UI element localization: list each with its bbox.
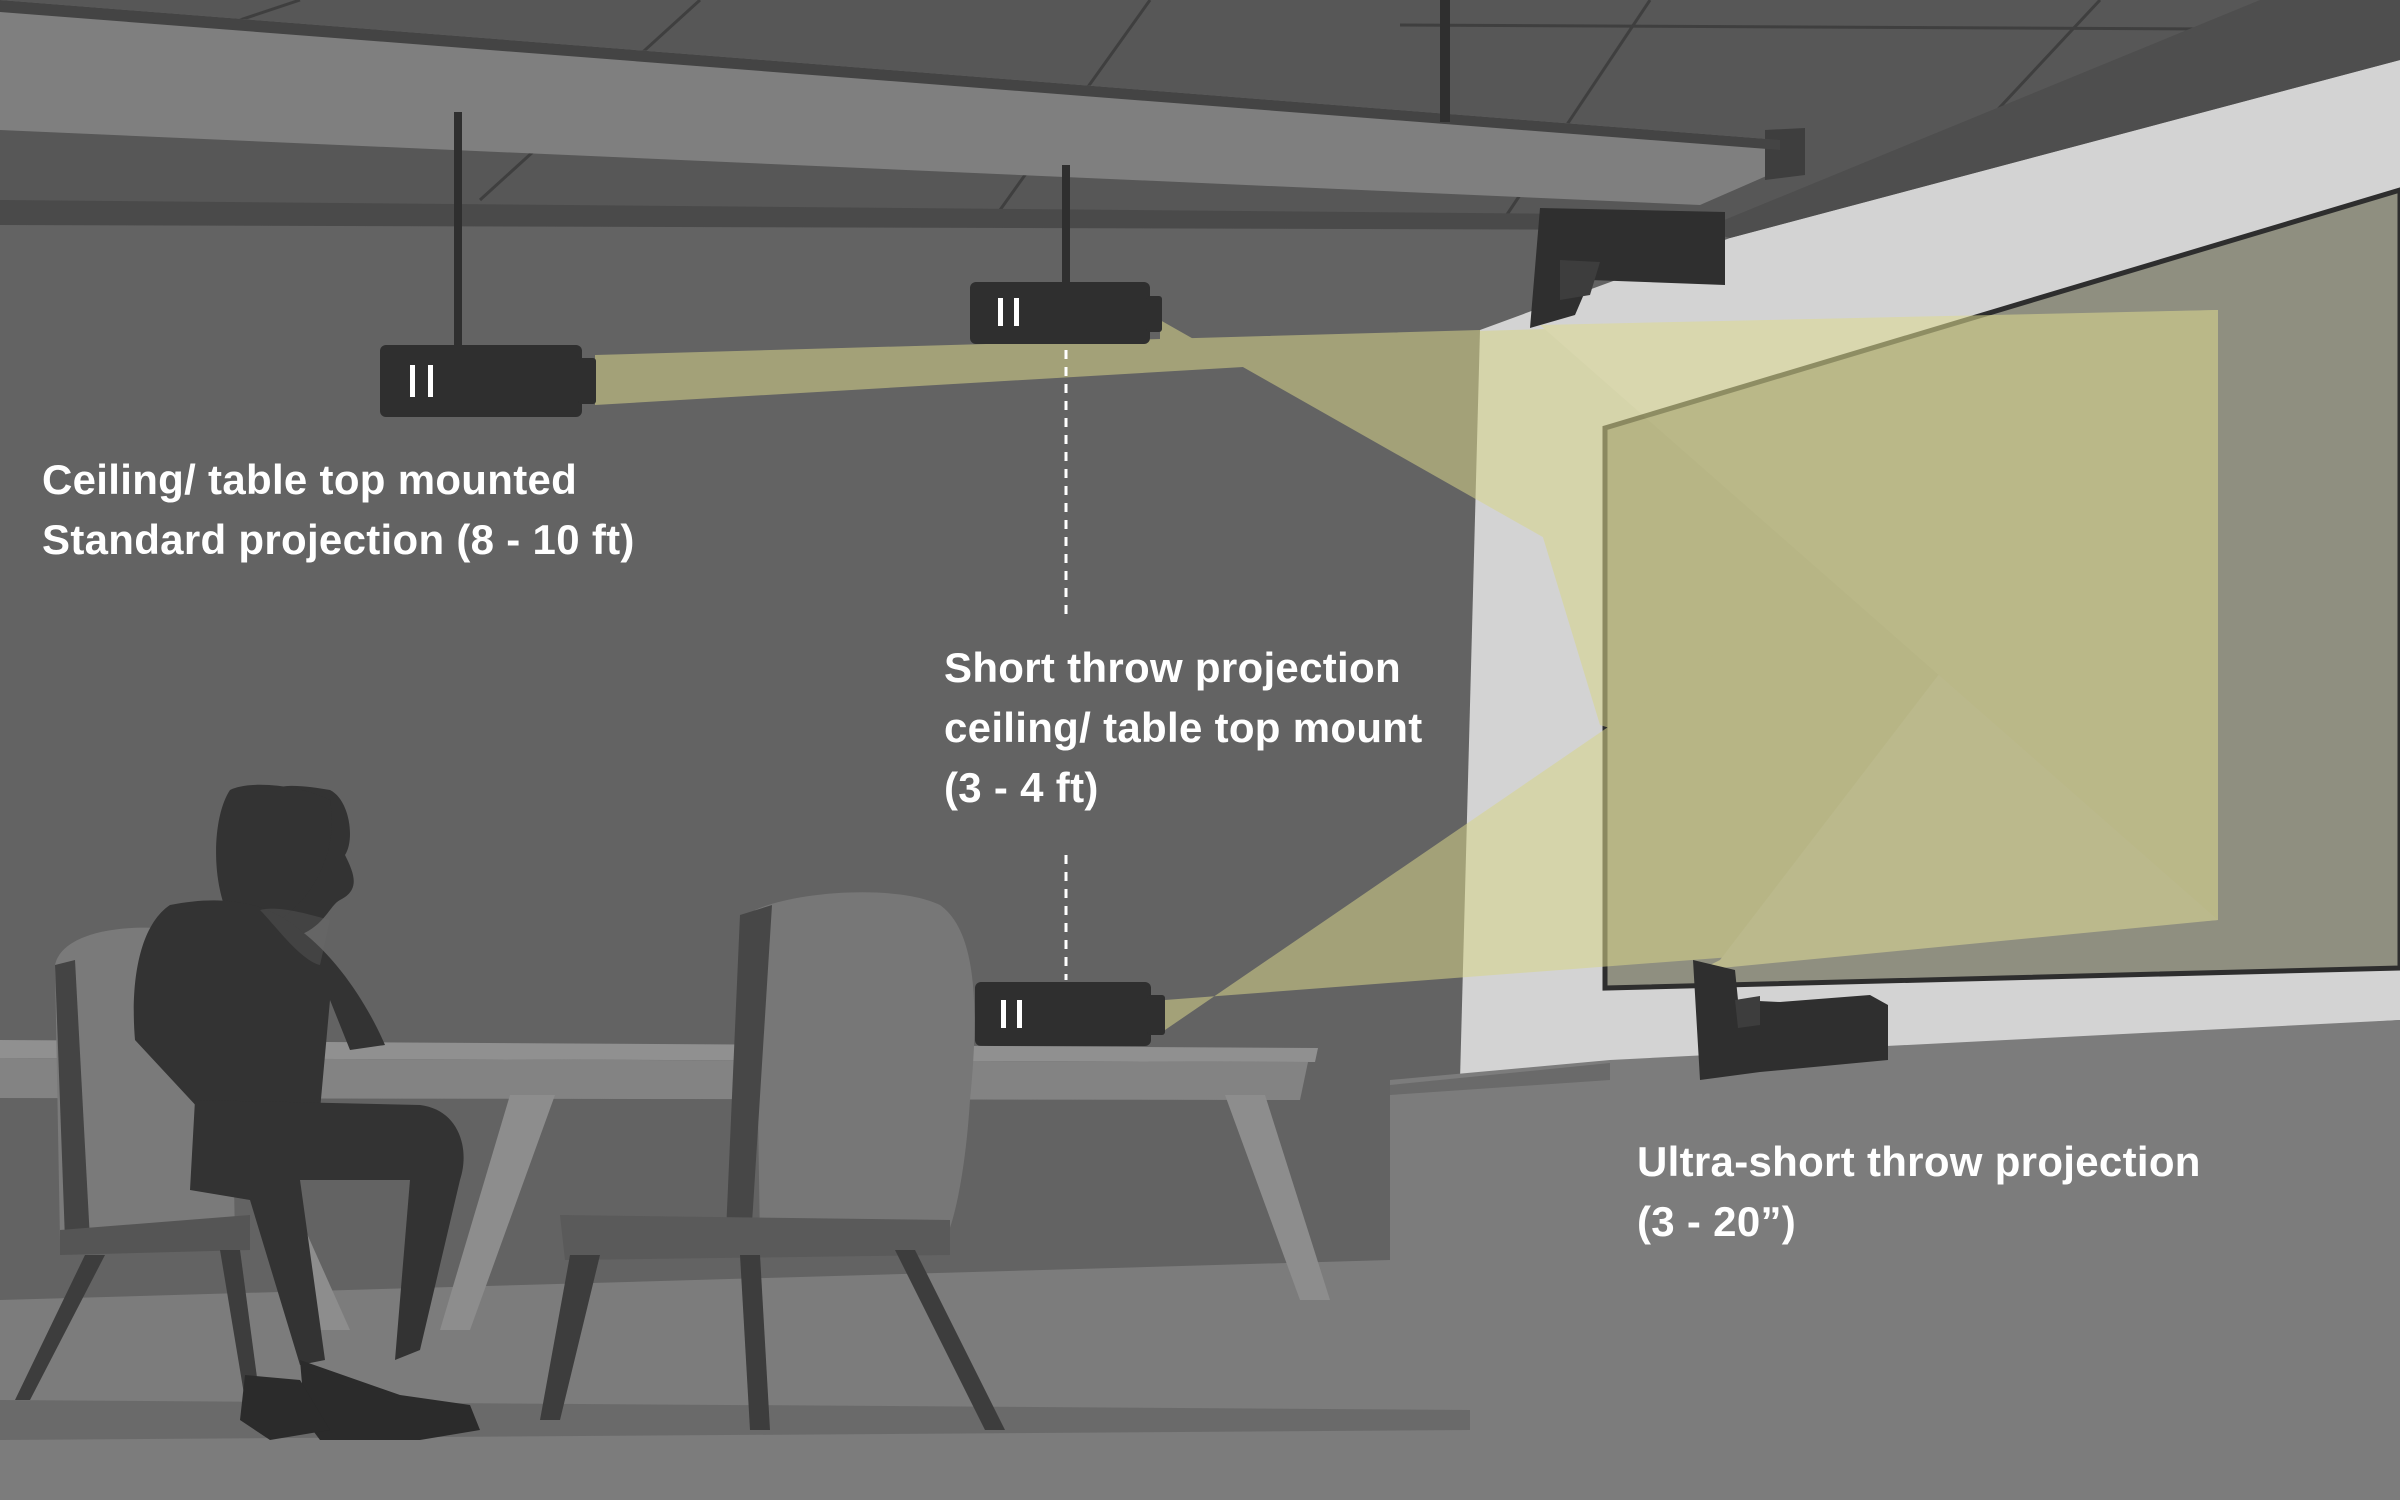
short-throw-line2: ceiling/ table top mount (944, 704, 1423, 751)
ceiling-beam-lower (0, 200, 1700, 230)
seated-person-silhouette (133, 784, 480, 1440)
ceiling-beam-edge (0, 0, 1780, 150)
projector-short-throw-table (975, 982, 1165, 1046)
projector-ultra-short-throw (1693, 960, 1888, 1080)
projector-ceiling-ust (1530, 208, 1725, 328)
light-beams (595, 310, 2218, 1030)
standard-projection-line2: Standard projection (8 - 10 ft) (42, 516, 635, 563)
ceiling-rod-standard (454, 112, 462, 347)
short-throw-projection-label: Short throw projection ceiling/ table to… (944, 638, 1423, 818)
ceiling-beam (0, 0, 1780, 205)
projector-standard (380, 345, 596, 417)
projector-short-throw-ceiling (970, 282, 1162, 344)
short-throw-line3: (3 - 4 ft) (944, 764, 1099, 811)
wall-base (1390, 1063, 1610, 1095)
ceiling-rod-ust (1440, 0, 1450, 122)
floor (0, 1020, 2400, 1500)
ceiling-rod-short-throw (1062, 165, 1070, 285)
chair-right (540, 892, 1005, 1430)
standard-projection-line1: Ceiling/ table top mounted (42, 456, 578, 503)
ultra-short-throw-line2: (3 - 20”) (1637, 1198, 1797, 1245)
beam-ceiling-ust (1540, 310, 2218, 920)
standard-projection-label: Ceiling/ table top mounted Standard proj… (42, 450, 635, 570)
ceiling-beam-end (1765, 128, 1805, 180)
ultra-short-throw-projection-label: Ultra-short throw projection (3 - 20”) (1637, 1132, 2201, 1252)
short-throw-line1: Short throw projection (944, 644, 1401, 691)
ultra-short-throw-line1: Ultra-short throw projection (1637, 1138, 2201, 1185)
right-wall-shadow (1700, 0, 2400, 238)
